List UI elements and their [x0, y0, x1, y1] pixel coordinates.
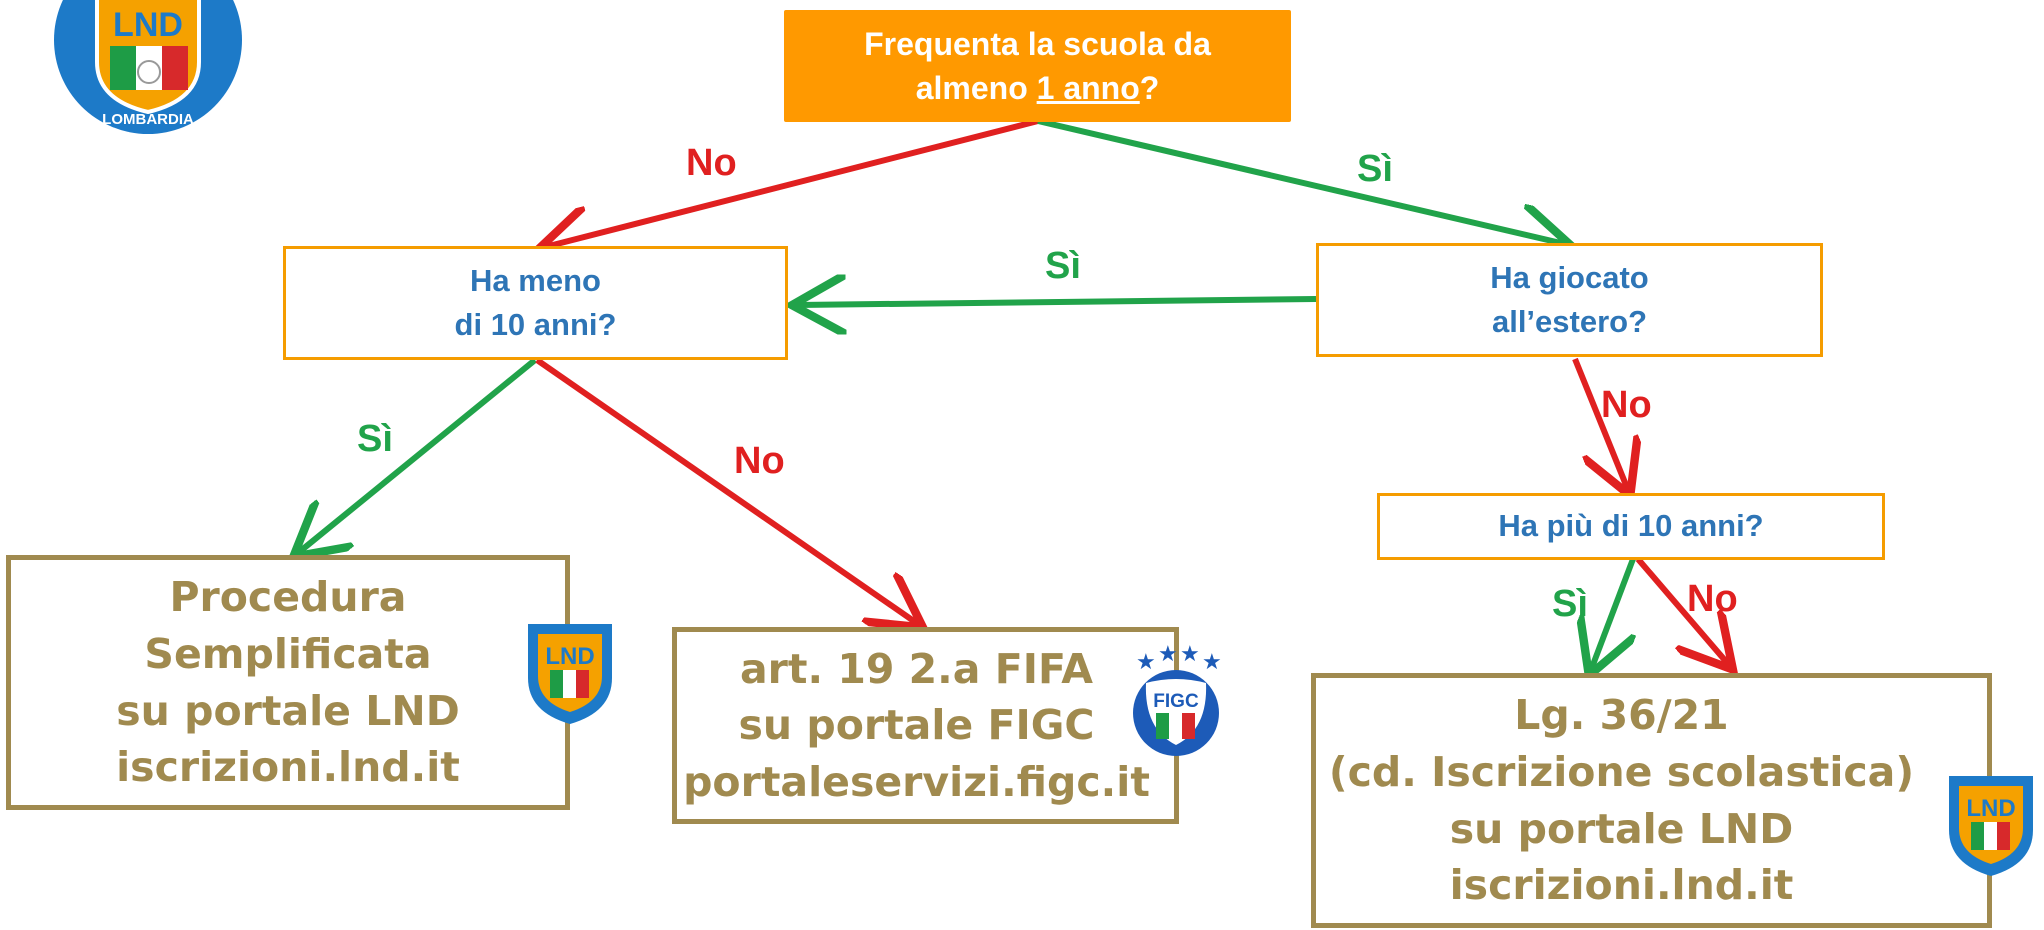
label-under10-si: Sì	[357, 418, 393, 460]
svg-text:FIGC: FIGC	[1153, 691, 1199, 712]
label-under10-no: No	[734, 440, 785, 482]
over10-line1: Ha più di 10 anni?	[1498, 508, 1764, 544]
outcome-law: Lg. 36/21 (cd. Iscrizione scolastica) su…	[1311, 673, 1992, 928]
outcome-simplified-line2: Semplificata	[144, 629, 432, 678]
arrow-start-si	[1037, 118, 1565, 244]
svg-text:LND: LND	[545, 643, 594, 670]
outcome-fifa-line3: portaleservizi.figc.it	[683, 757, 1150, 806]
start-question-line2: almeno 1 anno?	[915, 70, 1160, 106]
abroad-line1: Ha giocato	[1490, 259, 1649, 295]
outcome-law-line1: Lg. 36/21	[1514, 691, 1729, 740]
svg-text:★: ★	[1136, 649, 1156, 674]
outcome-simplified-line4: iscrizioni.lnd.it	[116, 743, 460, 792]
under10-line2: di 10 anni?	[454, 307, 617, 342]
lnd-lombardia-logo: LND LOMBARDIA	[54, 0, 242, 134]
label-over10-si: Sì	[1552, 583, 1588, 625]
arrow-under10-si	[298, 357, 537, 553]
svg-text:★: ★	[1158, 645, 1178, 666]
svg-text:LND: LND	[1966, 795, 2015, 822]
svg-text:LND: LND	[113, 6, 183, 44]
arrow-start-no	[545, 118, 1039, 247]
arrow-abroad-si	[798, 299, 1317, 305]
label-over10-no: No	[1687, 578, 1738, 620]
abroad-line2: all’estero?	[1491, 304, 1648, 339]
svg-text:LOMBARDIA: LOMBARDIA	[102, 111, 194, 128]
outcome-fifa-line2: su portale FIGC	[738, 701, 1095, 750]
label-abroad-no: No	[1601, 384, 1652, 426]
outcome-law-line4: iscrizioni.lnd.it	[1449, 861, 1794, 910]
outcome-law-line3: su portale LND	[1449, 804, 1794, 853]
start-question-underlined: 1 anno	[1036, 70, 1140, 106]
label-abroad-si: Sì	[1045, 245, 1081, 287]
over10-question: Ha più di 10 anni?	[1377, 493, 1885, 560]
arrow-over10-no	[1635, 557, 1729, 665]
lnd-shield-logo: LND	[1949, 776, 2033, 876]
arrow-over10-si	[1591, 557, 1633, 670]
under10-line1: Ha meno	[470, 262, 601, 298]
svg-text:★: ★	[1202, 649, 1222, 674]
outcome-simplified: Procedura Semplificata su portale LND is…	[6, 555, 570, 810]
outcome-simplified-line1: Procedura	[169, 573, 407, 622]
arrow-under10-no	[535, 357, 918, 624]
abroad-question: Ha giocato all’estero?	[1316, 243, 1823, 357]
label-start-si: Sì	[1357, 148, 1393, 190]
outcome-fifa: art. 19 2.a FIFA su portale FIGC portale…	[672, 627, 1179, 824]
figc-logo: ★ ★ ★ ★ FIGC	[1133, 645, 1222, 756]
arrow-abroad-no	[1572, 357, 1628, 490]
outcome-simplified-line3: su portale LND	[116, 686, 460, 735]
svg-text:★: ★	[1180, 645, 1200, 666]
outcome-fifa-line1: art. 19 2.a FIFA	[739, 644, 1093, 693]
outcome-law-line2: (cd. Iscrizione scolastica)	[1328, 747, 1915, 796]
start-question: Frequenta la scuola da almeno 1 anno?	[784, 10, 1291, 122]
start-question-line1: Frequenta la scuola da	[864, 25, 1211, 62]
label-start-no: No	[686, 142, 737, 184]
lnd-shield-logo: LND	[528, 624, 612, 724]
under10-question: Ha meno di 10 anni?	[283, 246, 788, 360]
